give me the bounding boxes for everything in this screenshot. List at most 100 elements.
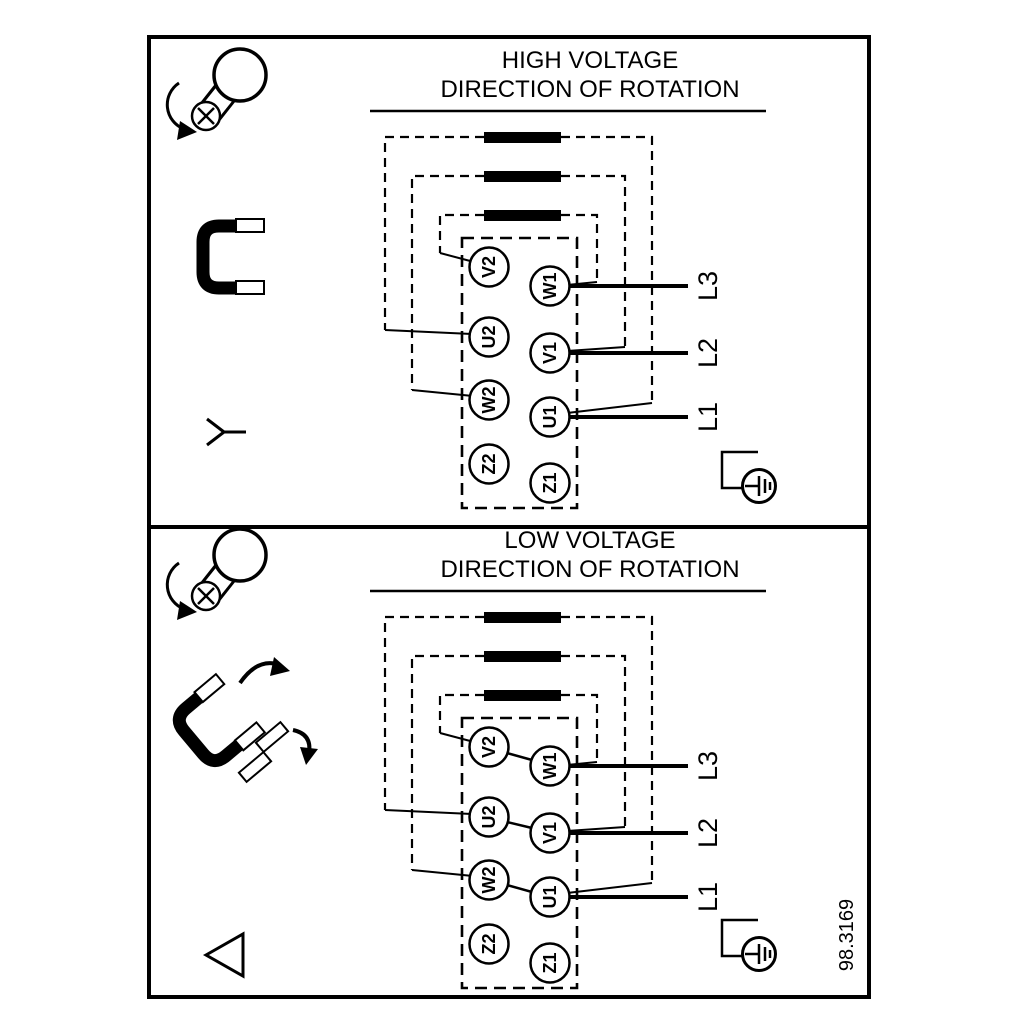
terminal-label: Z1 [540,952,560,973]
panel-title: LOW VOLTAGE [504,527,675,554]
link-body-group [172,672,267,768]
link-wire [561,654,627,827]
panel-subtitle: DIRECTION OF ROTATION [440,76,739,103]
rotation-arrow-icon [165,81,185,131]
placement-arrow-head [270,657,290,676]
panel-low-voltage: LOW VOLTAGE DIRECTION OF ROTATION [165,527,858,990]
terminals: V2 U2 W2 Z2 W1 V1 U1 Z1 [468,246,571,504]
terminal-V1 [529,812,571,854]
terminal-Z1 [529,462,571,504]
terminal-label: V2 [479,736,499,758]
supply-label-L3: L3 [693,271,723,301]
terminal-V2 [468,726,510,768]
terminal-W2 [468,379,510,421]
link-wire [561,213,599,282]
connector-wire [566,346,626,352]
screw-icon [165,527,268,620]
terminal-label: Z1 [540,472,560,493]
terminal-label: W2 [479,867,499,894]
delta-link [506,751,533,762]
jumper-bar [484,132,561,143]
link-end [235,280,265,295]
star-arm [206,430,225,447]
connector-wire [411,389,474,397]
ground-icon [720,450,777,504]
supply-label-L1: L1 [693,882,723,912]
connector-wire [566,826,626,832]
delta-link [506,883,533,894]
terminal-label: U1 [540,885,560,908]
placement-arrow-head [300,747,318,765]
phillips-cross-icon [197,107,215,125]
ground-clamp [720,450,758,490]
connector-wire [411,869,474,877]
supply-label-L2: L2 [693,818,723,848]
jumper-bar [484,171,561,182]
supply-lines: L3 L2 L1 [570,751,723,912]
terminal-U2 [468,796,510,838]
connector-wires [384,252,653,414]
connector-wire [384,329,473,335]
link-end [193,672,226,704]
jumper-bar [484,612,561,623]
rotation-arrow-icon [165,561,185,611]
supply-lines: L3 L2 L1 [570,271,723,432]
link-wire [410,174,484,390]
screw-head [212,47,268,103]
link-wire [561,693,599,762]
link-body [196,219,252,295]
terminal-label: U1 [540,405,560,428]
rotation-arrow-head [177,121,197,140]
supply-label-L2: L2 [693,338,723,368]
link-end [233,720,267,752]
terminals: V2 U2 W2 Z2 W1 V1 U1 Z1 [468,726,571,984]
jumper-bars [484,132,561,221]
connector-wire [439,732,475,743]
delta-link [506,820,533,830]
star-symbol [206,417,246,447]
jumper-bar [484,690,561,701]
ground-clamp [720,918,758,958]
terminal-U1 [529,876,571,918]
jumper-bar [484,210,561,221]
terminal-label: Z2 [479,453,499,474]
connector-wire [566,882,653,894]
supply-label-L1: L1 [693,402,723,432]
connector-wire [439,252,475,263]
link-wire [561,135,654,403]
link-end [237,750,273,784]
link-wires [383,615,654,883]
panel-high-voltage: HIGH VOLTAGE DIRECTION OF ROTATION [165,47,777,510]
link-wire [383,615,484,810]
link-wire [561,174,627,347]
terminal-label: V2 [479,256,499,278]
terminal-V2 [468,246,510,288]
terminal-Z1 [529,942,571,984]
link-end [235,218,265,233]
link-body [172,682,256,768]
loose-link-end [254,720,290,754]
rotation-arrow-head [177,601,197,620]
terminal-label: V1 [540,342,560,364]
jumper-link-icon [196,218,265,295]
terminal-U2 [468,316,510,358]
jumper-links-icon [172,657,318,784]
terminal-U1 [529,396,571,438]
loose-link-end [237,750,273,784]
star-arm [206,417,225,434]
terminal-label: U2 [479,805,499,828]
panel-subtitle: DIRECTION OF ROTATION [440,556,739,583]
delta-link-wires [506,751,533,894]
link-wire [383,135,484,330]
link-wire [410,654,484,870]
terminal-label: W2 [479,387,499,414]
panel-title: HIGH VOLTAGE [502,47,678,74]
connector-wire [566,402,653,414]
jumper-bar [484,651,561,662]
supply-label-L3: L3 [693,751,723,781]
terminal-label: U2 [479,325,499,348]
screw-icon [165,47,268,140]
outer-border [147,35,871,999]
